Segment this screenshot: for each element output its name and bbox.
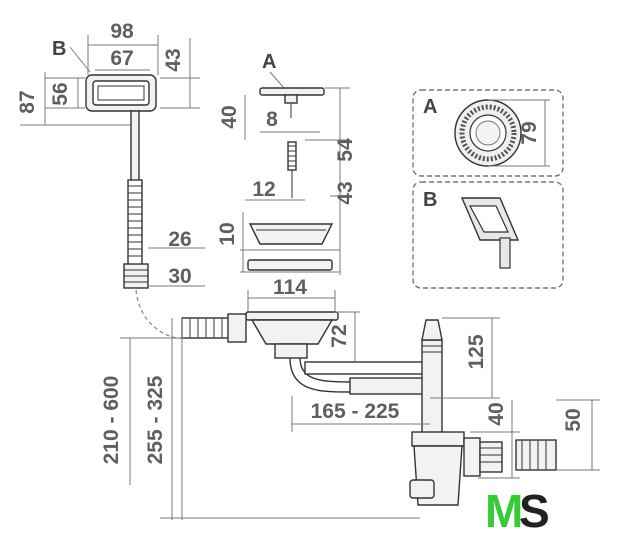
dim-67: 67 (110, 47, 133, 70)
dim-72: 72 (328, 324, 351, 347)
overflow-part-b: 98 67 B 43 56 87 (16, 20, 205, 339)
dim-10: 10 (216, 222, 239, 245)
dim-50: 50 (562, 408, 585, 431)
dim-56: 56 (49, 82, 72, 105)
dim-12: 12 (252, 178, 275, 201)
strainer-part-a: A 40 8 54 12 43 10 (216, 51, 357, 275)
logo-m: M (485, 485, 523, 537)
dim-30: 30 (168, 265, 191, 288)
detail-label-b: B (423, 189, 437, 211)
logo-s: S (519, 485, 550, 537)
siphon-assembly: 114 72 125 165 - 225 (100, 276, 600, 520)
dim-98: 98 (110, 20, 134, 43)
dim-54: 54 (334, 138, 357, 162)
dim-43-top: 43 (162, 48, 185, 71)
detail-box-a: A 79 (412, 89, 564, 177)
detail-label-a: A (423, 96, 437, 118)
dim-210-600: 210 - 600 (100, 376, 123, 465)
dim-125: 125 (465, 334, 488, 369)
dim-165-225: 165 - 225 (311, 400, 400, 423)
label-b: B (52, 38, 66, 60)
ms-logo: M S (485, 485, 550, 537)
dim-114: 114 (273, 276, 307, 299)
dim-26: 26 (168, 228, 191, 251)
detail-box-b: B (412, 181, 564, 289)
dim-255-325: 255 - 325 (144, 375, 167, 464)
dim-87: 87 (16, 90, 39, 113)
label-a: A (262, 51, 276, 73)
dim-43: 43 (334, 181, 357, 204)
dim-40b: 40 (485, 402, 508, 425)
dim-8: 8 (266, 108, 278, 131)
dim-79: 79 (518, 121, 541, 144)
overflow-hose (127, 179, 143, 266)
dim-40: 40 (218, 105, 241, 128)
